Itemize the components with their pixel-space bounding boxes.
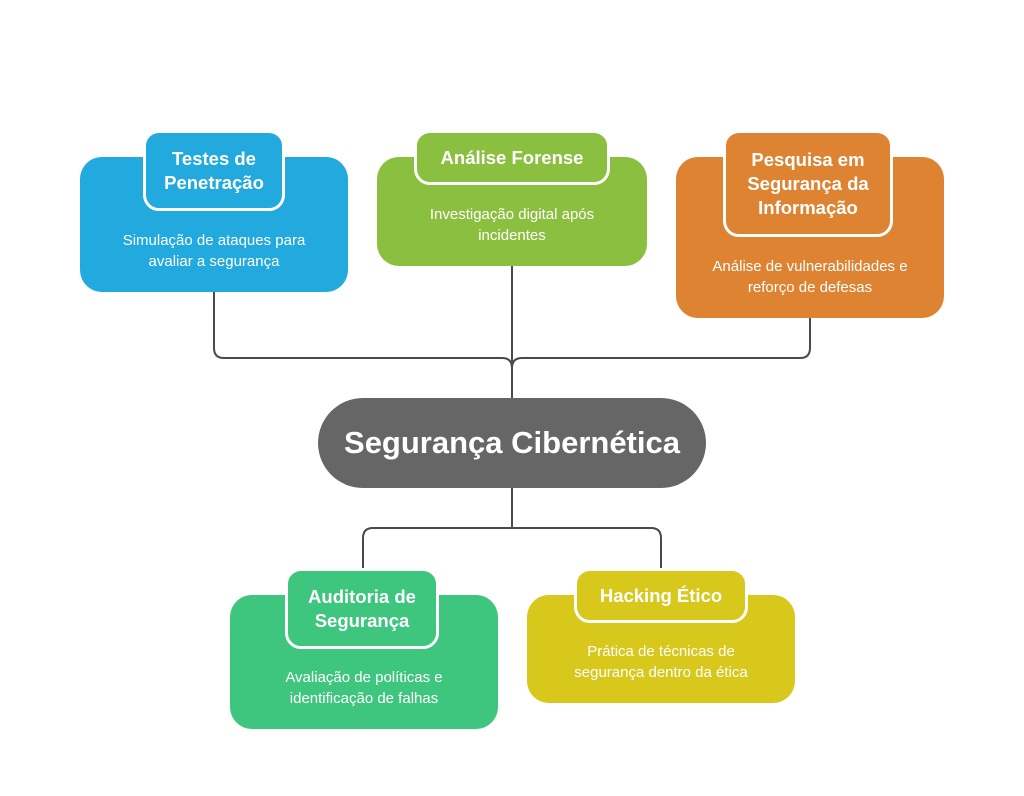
node-title: Testes de Penetração xyxy=(143,130,285,211)
connector-pesquisa xyxy=(511,318,811,369)
center-label: Segurança Cibernética xyxy=(344,425,680,460)
node-description: Avaliação de políticas e identificação d… xyxy=(285,669,443,707)
connector-auditoria xyxy=(362,527,512,568)
node-description: Análise de vulnerabilidades e reforço de… xyxy=(712,258,908,296)
node-testes-de-penetracao: Simulação de ataques para avaliar a segu… xyxy=(80,157,348,292)
node-title: Pesquisa em Segurança da Informação xyxy=(723,130,893,237)
connector-testes xyxy=(213,292,513,369)
node-pesquisa-em-seguranca: Análise de vulnerabilidades e reforço de… xyxy=(676,157,944,318)
node-title: Auditoria de Segurança xyxy=(285,568,439,649)
center-node: Segurança Cibernética xyxy=(318,398,706,488)
node-description: Prática de técnicas de segurança dentro … xyxy=(574,643,748,681)
node-description: Simulação de ataques para avaliar a segu… xyxy=(122,232,306,270)
node-title: Hacking Ético xyxy=(574,568,748,623)
connector-hacking xyxy=(512,527,662,568)
node-description: Investigação digital após incidentes xyxy=(429,206,595,244)
node-title: Análise Forense xyxy=(414,130,610,185)
